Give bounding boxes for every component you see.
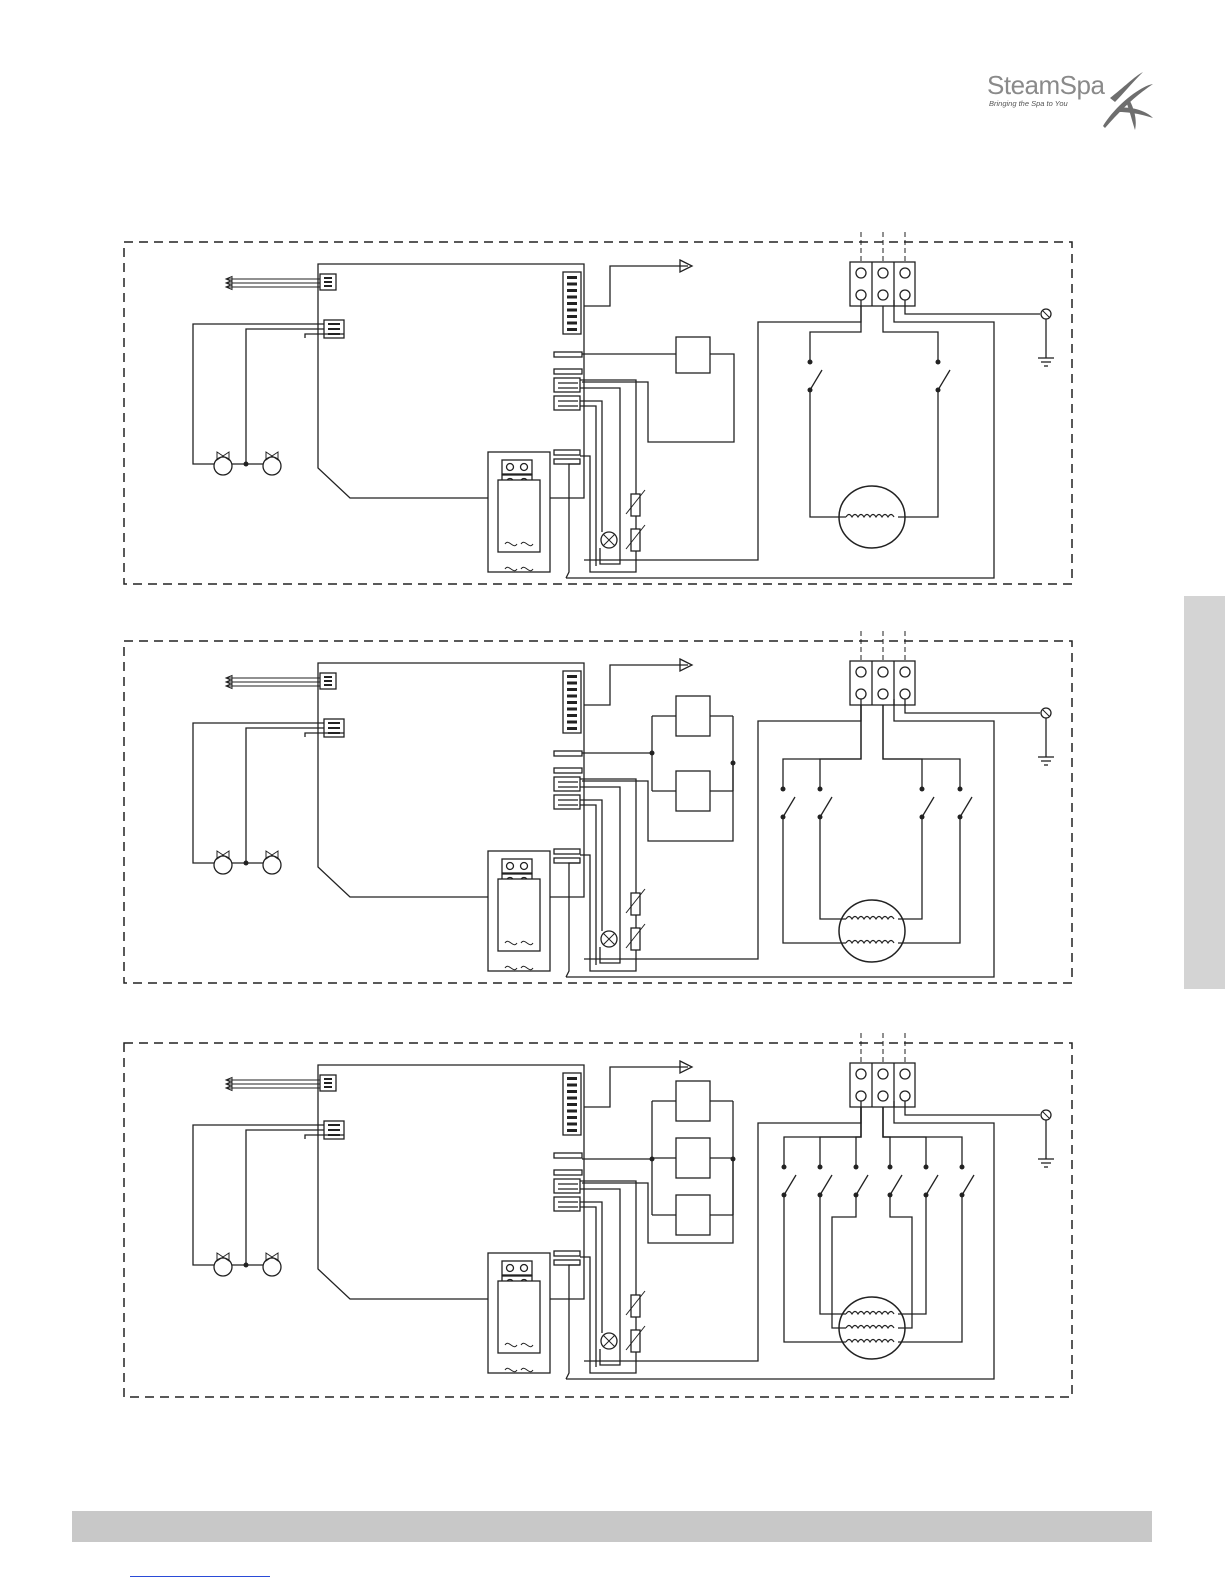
- spade-terminal: [554, 768, 582, 773]
- spade-terminal: [554, 369, 582, 374]
- spade-terminal: [554, 450, 580, 455]
- contactor-switch: [820, 1175, 832, 1195]
- valve-wire: [193, 1125, 324, 1265]
- contactor-switch: [926, 1175, 938, 1195]
- double-terminal: [554, 1197, 580, 1211]
- heater-tank: [839, 1297, 905, 1359]
- valve-wire: [193, 324, 324, 464]
- contactor-switch: [856, 1175, 868, 1195]
- probe-body: [498, 1281, 540, 1353]
- relay-coil-2: [676, 771, 710, 811]
- enclosure-border: [124, 242, 1072, 584]
- spade-terminal: [554, 352, 582, 357]
- heater-tank: [839, 486, 905, 548]
- spade-terminal: [554, 1251, 580, 1256]
- earth-wire: [905, 699, 1040, 713]
- contactor-switch: [890, 1175, 902, 1195]
- spade-terminal: [554, 849, 580, 854]
- spade-terminal: [554, 751, 582, 756]
- double-terminal: [554, 1179, 580, 1193]
- heater-tank: [839, 900, 905, 962]
- enclosure-border: [124, 1043, 1072, 1397]
- contactor-switch: [783, 797, 795, 817]
- spade-terminal: [554, 1260, 580, 1265]
- valve-wire: [246, 1130, 324, 1265]
- double-terminal: [554, 396, 580, 410]
- contactor-switch: [960, 797, 972, 817]
- double-terminal: [554, 777, 580, 791]
- valve-wire: [246, 728, 324, 863]
- spade-terminal: [554, 858, 580, 863]
- contactor-switch: [820, 797, 832, 817]
- spade-terminal: [554, 1170, 582, 1175]
- relay-coil-3: [676, 1195, 710, 1235]
- spade-terminal: [554, 1153, 582, 1158]
- contactor-switch: [938, 370, 950, 390]
- spade-terminal: [554, 459, 580, 464]
- contactor-switch: [922, 797, 934, 817]
- wiring-diagram-triple-element: [124, 1033, 1072, 1397]
- wiring-diagram-double-element: [124, 631, 1072, 983]
- earth-wire: [905, 1101, 1040, 1115]
- contactor-switch: [784, 1175, 796, 1195]
- contactor-switch: [962, 1175, 974, 1195]
- valve-wire: [246, 329, 324, 464]
- double-terminal: [554, 378, 580, 392]
- footer-bar: [72, 1511, 1152, 1542]
- probe-body: [498, 879, 540, 951]
- contactor-switch: [810, 370, 822, 390]
- section-side-tab: [1184, 596, 1225, 989]
- relay-coil-2: [676, 1138, 710, 1178]
- probe-body: [498, 480, 540, 552]
- arrow-line: [584, 266, 688, 306]
- relay-coil-1: [676, 1081, 710, 1121]
- relay-coil-1: [676, 696, 710, 736]
- relay-coil-1: [676, 337, 710, 373]
- valve-wire: [193, 723, 324, 863]
- double-terminal: [554, 795, 580, 809]
- arrow-line: [584, 665, 688, 705]
- footer-link-underline[interactable]: [130, 1576, 270, 1577]
- wiring-diagram-single-element: [124, 232, 1072, 584]
- earth-wire: [905, 300, 1040, 314]
- enclosure-border: [124, 641, 1072, 983]
